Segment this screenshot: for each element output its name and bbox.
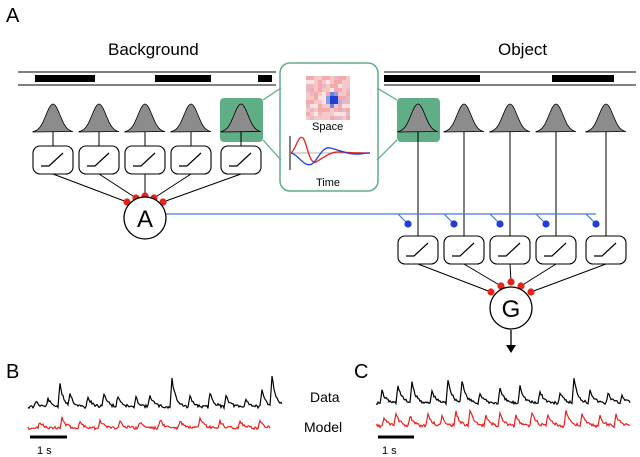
nonlinearity-boxes	[32, 145, 627, 265]
data-trace-b	[27, 375, 283, 411]
gaussian-receptive-field-icon	[220, 103, 262, 133]
nonlinearity-ramp-icon	[443, 235, 485, 265]
spatial-filter-image	[306, 76, 350, 120]
scale-bar-c: 1 s	[378, 435, 414, 457]
background-header: Background	[108, 40, 199, 59]
nonlinearity-ramp-icon	[535, 235, 577, 265]
scale-bar-b: 1 s	[30, 435, 67, 457]
model-trace-b	[27, 415, 271, 431]
scale-label-b: 1 s	[37, 445, 52, 457]
synapse-dots	[123, 192, 600, 296]
wiring	[52, 132, 607, 293]
gaussian-receptive-field-icon	[535, 103, 577, 133]
scale-label-c: 1 s	[382, 445, 397, 457]
data-legend-label: Data	[310, 389, 340, 405]
ganglion-label: G	[502, 296, 521, 323]
gaussian-receptive-field-icon	[585, 103, 627, 133]
gaussian-receptive-field-icon	[397, 103, 439, 133]
ganglion-node: G	[489, 286, 533, 330]
panel-label-b: B	[6, 361, 19, 383]
spatiotemporal-filter-inset: Space Time	[279, 62, 379, 192]
gaussian-receptive-fields	[32, 103, 627, 133]
amacrine-node: A	[123, 196, 167, 240]
gaussian-receptive-field-icon	[32, 103, 74, 133]
model-legend-label: Model	[304, 419, 342, 435]
time-label: Time	[316, 177, 340, 189]
response-traces	[27, 375, 631, 431]
gaussian-receptive-field-icon	[489, 103, 531, 133]
nonlinearity-ramp-icon	[489, 235, 531, 265]
amacrine-label: A	[137, 206, 153, 233]
panel-label-c: C	[354, 361, 368, 383]
nonlinearity-ramp-icon	[78, 145, 120, 175]
nonlinearity-ramp-icon	[124, 145, 166, 175]
object-header: Object	[498, 40, 547, 59]
object-stimulus-bar	[384, 71, 636, 86]
output-arrow-icon	[506, 330, 516, 353]
background-stimulus-bar	[18, 71, 276, 86]
nonlinearity-ramp-icon	[585, 235, 627, 265]
nonlinearity-ramp-icon	[220, 145, 262, 175]
space-label: Space	[312, 121, 343, 133]
gaussian-receptive-field-icon	[78, 103, 120, 133]
nonlinearity-ramp-icon	[32, 145, 74, 175]
data-trace-c	[375, 378, 631, 407]
panel-label-a: A	[6, 5, 20, 27]
nonlinearity-ramp-icon	[170, 145, 212, 175]
gaussian-receptive-field-icon	[443, 103, 485, 133]
nonlinearity-ramp-icon	[397, 235, 439, 265]
gaussian-receptive-field-icon	[170, 103, 212, 133]
temporal-filter-plot	[289, 136, 371, 170]
gaussian-receptive-field-icon	[124, 103, 166, 133]
model-trace-c	[375, 408, 631, 429]
